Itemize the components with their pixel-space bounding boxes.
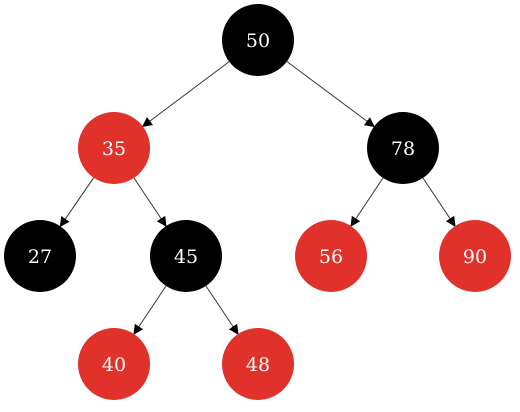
edge-78-to-90 [422,177,456,227]
node-circle-red [439,220,511,292]
node-label: 45 [174,246,198,268]
node-circle-black [150,220,222,292]
tree-node-35: 35 [78,112,150,184]
tree-node-48: 48 [222,328,294,400]
node-label: 40 [102,354,126,376]
edge-78-to-56 [350,177,384,227]
node-label: 90 [463,246,487,268]
node-circle-black [222,4,294,76]
edge-50-to-78 [286,61,375,128]
tree-node-56: 56 [295,220,367,292]
node-circle-red [78,328,150,400]
node-label: 50 [246,30,270,52]
nodes-layer: 50 35 78 27 45 56 90 40 48 [4,4,511,400]
tree-node-27: 27 [4,220,76,292]
node-label: 56 [319,246,343,268]
edge-35-to-45 [133,177,167,227]
tree-node-50: 50 [222,4,294,76]
node-label: 78 [391,138,415,160]
edge-50-to-35 [142,61,230,128]
node-circle-black [367,112,439,184]
node-label: 48 [246,354,270,376]
edge-35-to-27 [59,177,95,228]
tree-node-45: 45 [150,220,222,292]
node-circle-red [78,112,150,184]
edge-45-to-40 [133,285,167,335]
edge-45-to-48 [205,285,239,335]
node-label: 27 [28,246,52,268]
node-circle-black [4,220,76,292]
node-circle-red [295,220,367,292]
node-circle-red [222,328,294,400]
tree-node-78: 78 [367,112,439,184]
node-label: 35 [102,138,126,160]
edges-layer [59,61,456,335]
tree-node-90: 90 [439,220,511,292]
tree-node-40: 40 [78,328,150,400]
